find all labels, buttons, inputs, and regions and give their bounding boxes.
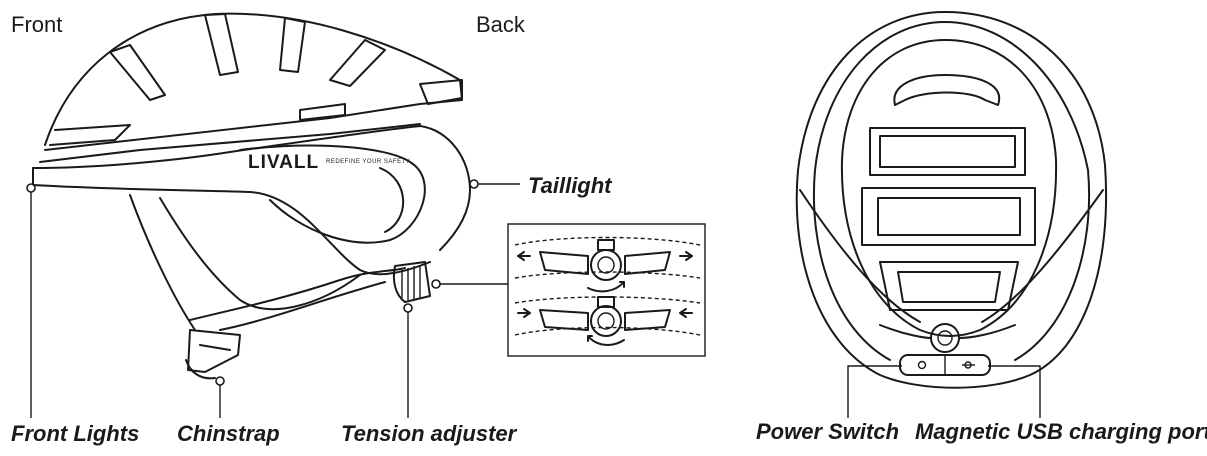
chinstrap-pointer (215, 376, 225, 386)
power-button-icon (917, 360, 927, 370)
tension-adjuster-pointer (403, 303, 413, 313)
usb-charging-port-label: Magnetic USB charging port (915, 419, 1207, 444)
tension-adjuster-detail (507, 223, 706, 357)
front-lights-label: Front Lights (11, 421, 140, 446)
chinstrap-label: Chinstrap (177, 421, 280, 446)
power-switch-label: Power Switch (756, 419, 900, 444)
leader-lines-side (26, 179, 520, 418)
adjuster-detail-pointer (431, 279, 441, 289)
helmet-bottom-view (795, 11, 1108, 389)
back-orientation-label: Back (476, 12, 525, 37)
taillight-label: Taillight (528, 173, 612, 198)
brand-tagline: REDEFINE YOUR SAFETY (326, 159, 410, 165)
helmet-side-view: LIVALL REDEFINE YOUR SAFETY (32, 12, 471, 380)
taillight-pointer (469, 179, 479, 189)
front-lights-pointer (26, 183, 36, 193)
tension-adjuster-label: Tension adjuster (341, 421, 517, 446)
brand-logo: LIVALL (248, 152, 319, 173)
front-orientation-label: Front (11, 12, 63, 37)
leader-lines-bottom (847, 365, 1041, 418)
